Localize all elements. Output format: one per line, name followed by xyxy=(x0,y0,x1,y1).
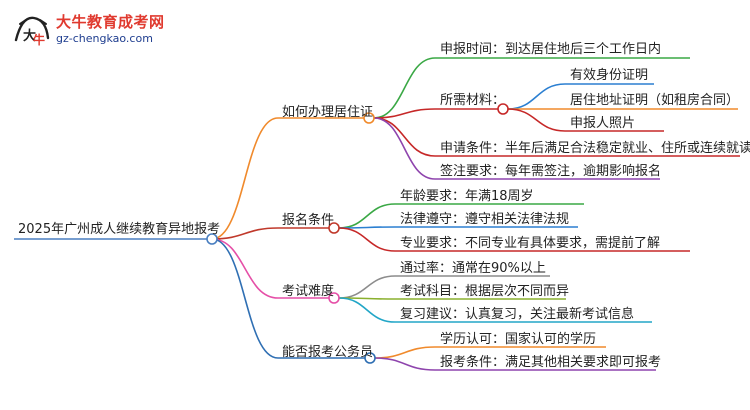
leaf-connector xyxy=(373,108,436,119)
leaf-label: 通过率：通常在90%以上 xyxy=(400,261,546,276)
site-logo[interactable]: 大 牛 大牛教育成考网 gz-chengkao.com xyxy=(8,8,198,52)
branch-label-registration-requirements: 报名条件 xyxy=(282,213,335,228)
leaf-connector xyxy=(338,227,396,252)
materials-node-circle[interactable] xyxy=(497,103,509,115)
leaf-connector xyxy=(374,346,436,359)
leaf-connector xyxy=(373,117,436,180)
leaf-connector xyxy=(338,297,396,323)
branch-label-civil-service: 能否报考公务员 xyxy=(282,345,374,360)
leaf-label: 年龄要求：年满18周岁 xyxy=(400,189,534,204)
subleaf-label: 有效身份证明 xyxy=(570,68,649,83)
svg-text:大: 大 xyxy=(23,28,36,44)
mindmap-underlines xyxy=(14,57,740,371)
svg-text:牛: 牛 xyxy=(33,32,45,47)
subleaf-connector xyxy=(507,83,566,110)
chalkboard-bull-logo-icon: 大 牛 xyxy=(14,16,50,47)
leaf-label: 报考条件：满足其他相关要求即可报考 xyxy=(440,355,662,370)
leaf-label: 签注要求：每年需签注，逾期影响报名 xyxy=(440,164,662,179)
leaf-connector xyxy=(338,203,396,229)
branch-connector xyxy=(211,238,279,359)
branch-label-residence-permit: 如何办理居住证 xyxy=(282,105,374,120)
branch-node-circle[interactable] xyxy=(328,292,340,304)
leaf-connector xyxy=(374,357,436,371)
root-node-circle[interactable] xyxy=(206,233,218,245)
leaf-label: 复习建议：认真复习，关注最新考试信息 xyxy=(400,307,635,322)
branch-node-circle[interactable] xyxy=(363,112,375,124)
leaf-connector xyxy=(373,57,436,119)
leaf-label: 学历认可：国家认可的学历 xyxy=(440,332,597,347)
leaf-connector xyxy=(338,275,396,299)
branch-connector xyxy=(211,227,279,240)
logo-title: 大牛教育成考网 xyxy=(56,13,165,31)
leaf-label: 专业要求：不同专业有具体要求，需提前了解 xyxy=(400,236,661,251)
leaf-label: 考试科目：根据层次不同而异 xyxy=(400,284,570,299)
leaf-label: 法律遵守：遵守相关法律法规 xyxy=(400,212,570,227)
mindmap-edges xyxy=(211,57,566,371)
branch-node-circle[interactable] xyxy=(364,352,376,364)
leaf-connector xyxy=(373,117,436,157)
subleaf-label: 居住地址证明（如租房合同） xyxy=(570,93,740,108)
leaf-label: 申报时间：到达居住地后三个工作日内 xyxy=(440,42,662,57)
subleaf-connector xyxy=(507,108,566,132)
branch-connector xyxy=(211,117,279,240)
branch-label-exam-difficulty: 考试难度 xyxy=(282,284,335,299)
subleaf-label: 申报人照片 xyxy=(570,116,636,131)
leaf-label: 所需材料： xyxy=(440,93,506,108)
root-label: 2025年广州成人继续教育异地报考 xyxy=(18,222,221,237)
logo-url: gz-chengkao.com xyxy=(56,32,153,45)
branch-node-circle[interactable] xyxy=(328,222,340,234)
mindmap-node-circles xyxy=(206,103,509,364)
branch-connector xyxy=(211,238,279,299)
leaf-label: 申请条件：半年后满足合法稳定就业、住所或连续就读 xyxy=(440,141,750,156)
